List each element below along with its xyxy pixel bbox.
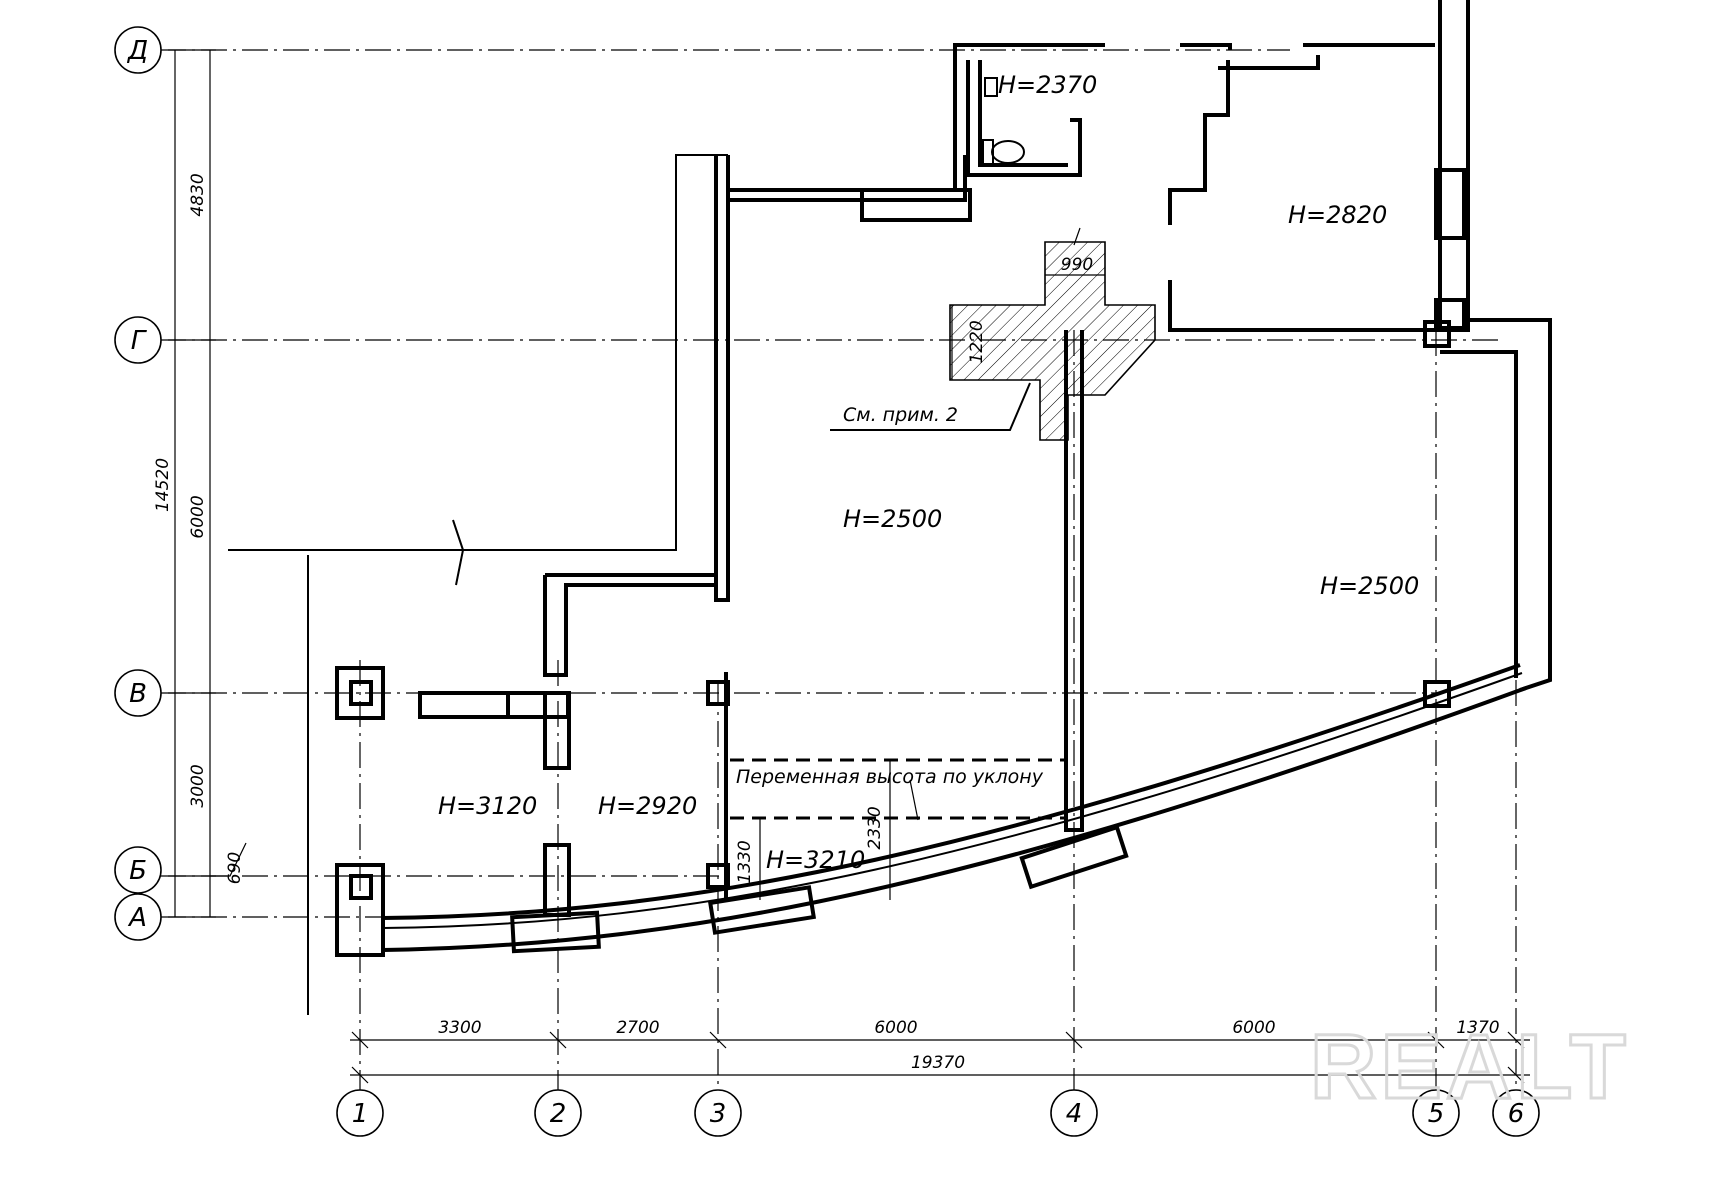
dim-horizontal-total: 19370 [911, 1053, 965, 1073]
dim-seg-1: 3300 [438, 1018, 481, 1038]
dim-vertical-total: 14520 [153, 458, 173, 512]
row-bubbles: Д Г В Б А [114, 26, 162, 941]
col-label-5: 5 [1428, 1099, 1445, 1129]
room-label-left-mid: H=2920 [598, 792, 697, 820]
horizontal-dimensions: 3300 2700 6000 6000 1370 19370 [350, 1018, 1530, 1084]
room-label-right: H=2500 [1320, 572, 1419, 600]
column-bubbles: 1 2 3 4 5 6 [336, 1089, 1540, 1137]
watermark: REALT [1310, 1016, 1630, 1118]
col-label-3: 3 [710, 1099, 727, 1129]
note-variable-height: Переменная высота по уклону [736, 766, 1044, 788]
row-label-a: А [127, 903, 147, 933]
col-label-2: 2 [550, 1099, 567, 1129]
dim-slope-2: 2330 [865, 806, 885, 849]
slope-zone: 1330 2330 [730, 758, 1064, 900]
dim-vertical-top: 4830 [188, 173, 208, 216]
row-label-v: В [129, 679, 147, 709]
dim-seg-3: 6000 [874, 1018, 917, 1038]
row-label-b: Б [129, 856, 147, 886]
col-label-4: 4 [1066, 1099, 1083, 1129]
dim-vertical-mid: 6000 [188, 495, 208, 538]
dim-column-block-w: 990 [1061, 255, 1093, 275]
dim-seg-5: 1370 [1456, 1018, 1499, 1038]
dim-seg-2: 2700 [616, 1018, 659, 1038]
room-label-left: H=3120 [438, 792, 537, 820]
dim-slope-1: 1330 [735, 840, 755, 883]
note-see-note: См. прим. 2 [843, 404, 958, 426]
col-label-1: 1 [352, 1099, 369, 1129]
dim-column-block-h: 1220 [967, 320, 987, 363]
hatched-column: 990 1220 [830, 227, 1156, 441]
room-label-slope: H=3210 [766, 846, 865, 874]
dim-vertical-low: 3000 [188, 764, 208, 807]
row-label-d: Д [127, 36, 148, 66]
room-label-wc: H=2370 [998, 71, 1097, 99]
vertical-dimensions: 14520 4830 6000 3000 690 [153, 49, 247, 918]
dim-seg-4: 6000 [1232, 1018, 1275, 1038]
row-label-g: Г [131, 326, 148, 356]
col-label-6: 6 [1508, 1099, 1525, 1129]
dim-vertical-small: 690 [225, 852, 245, 884]
walls [228, 0, 1552, 1015]
room-label-upper-right: H=2820 [1288, 201, 1387, 229]
room-label-center: H=2500 [843, 505, 942, 533]
